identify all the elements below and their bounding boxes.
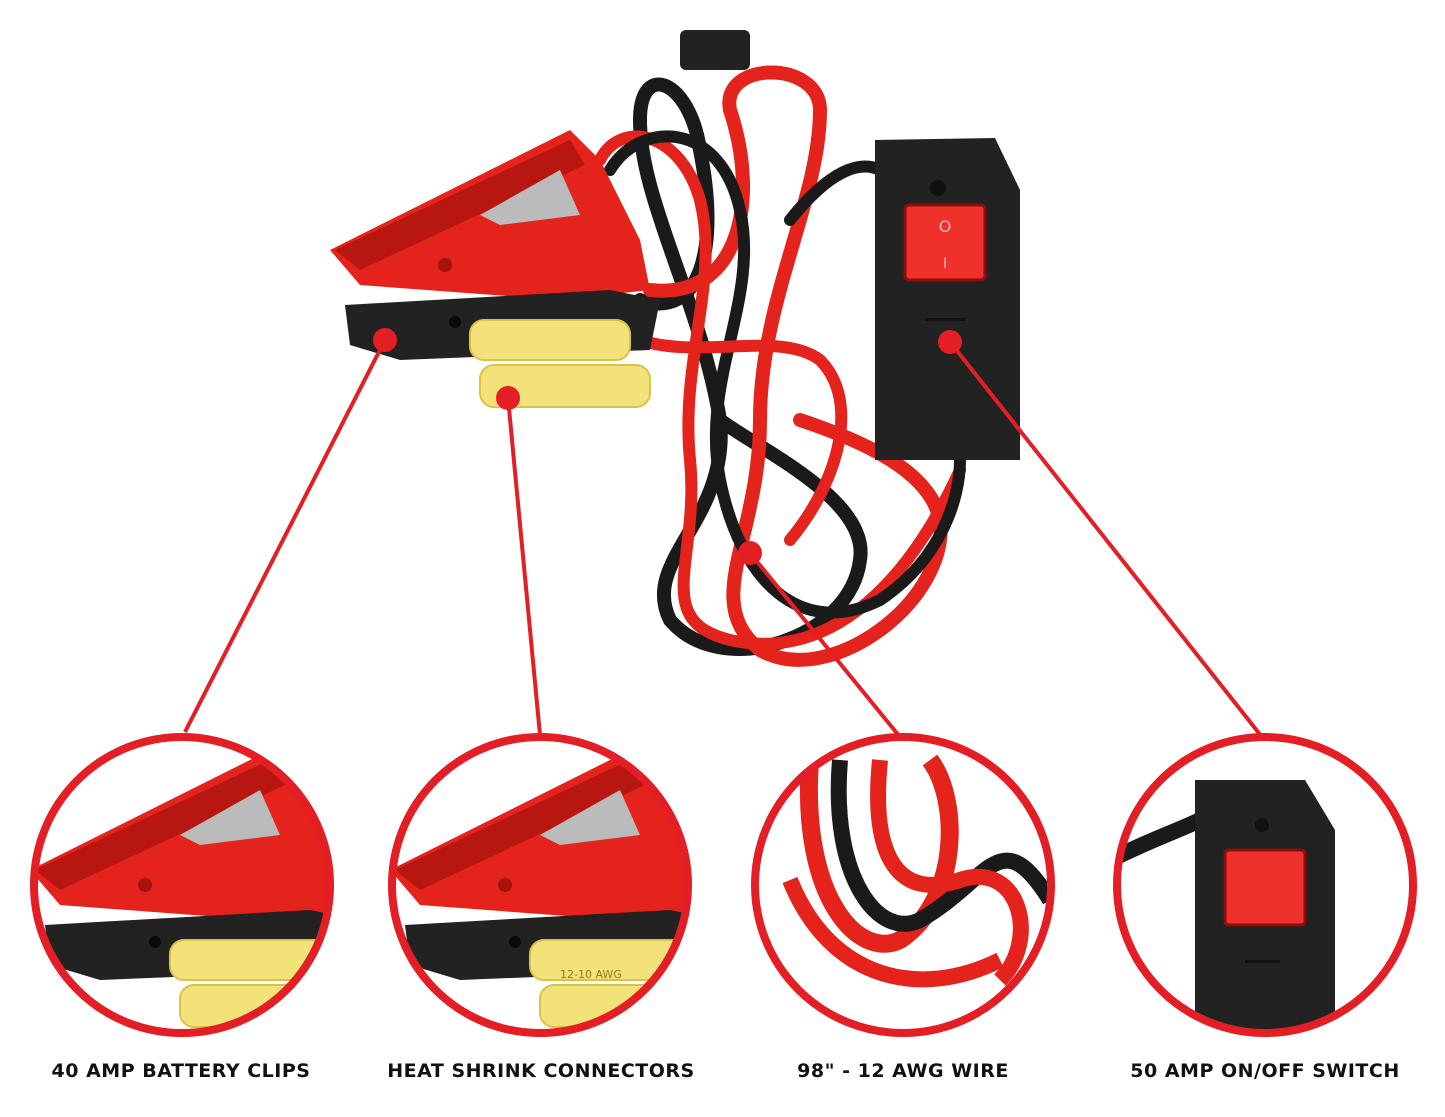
callout-circles — [30, 733, 1417, 1037]
rocker-switch: O I — [875, 138, 1020, 460]
switch-on-mark: I — [943, 256, 947, 272]
caption-battery-clips: 40 AMP BATTERY CLIPS — [51, 1060, 311, 1082]
callout-dot-clips — [373, 328, 397, 352]
connector-print: 12-10 AWG — [560, 968, 622, 981]
callout-dot-wire — [738, 541, 762, 565]
caption-wire: 98" - 12 AWG WIRE — [797, 1060, 1009, 1082]
callout-circle-switch-content — [1119, 780, 1335, 1031]
callout-circle-clips-content — [36, 749, 328, 1028]
callout-circle-wire — [751, 733, 1055, 1037]
wire-bundle — [594, 30, 966, 667]
caption-heat-shrink-connectors: HEAT SHRINK CONNECTORS — [387, 1060, 695, 1082]
callout-lines — [183, 339, 1264, 739]
callout-dot-connectors — [496, 386, 520, 410]
callout-dot-switch — [938, 330, 962, 354]
callout-circle-connectors — [388, 733, 692, 1037]
callout-circle-wire-content — [782, 754, 1049, 988]
callout-circle-switch — [1113, 733, 1417, 1037]
switch-off-mark: O — [939, 217, 952, 236]
caption-switch: 50 AMP ON/OFF SWITCH — [1130, 1060, 1400, 1082]
callout-circle-connectors-content: 12-10 AWG — [394, 749, 686, 1028]
callout-circle-clips — [30, 733, 334, 1037]
callout-dots — [373, 328, 962, 565]
